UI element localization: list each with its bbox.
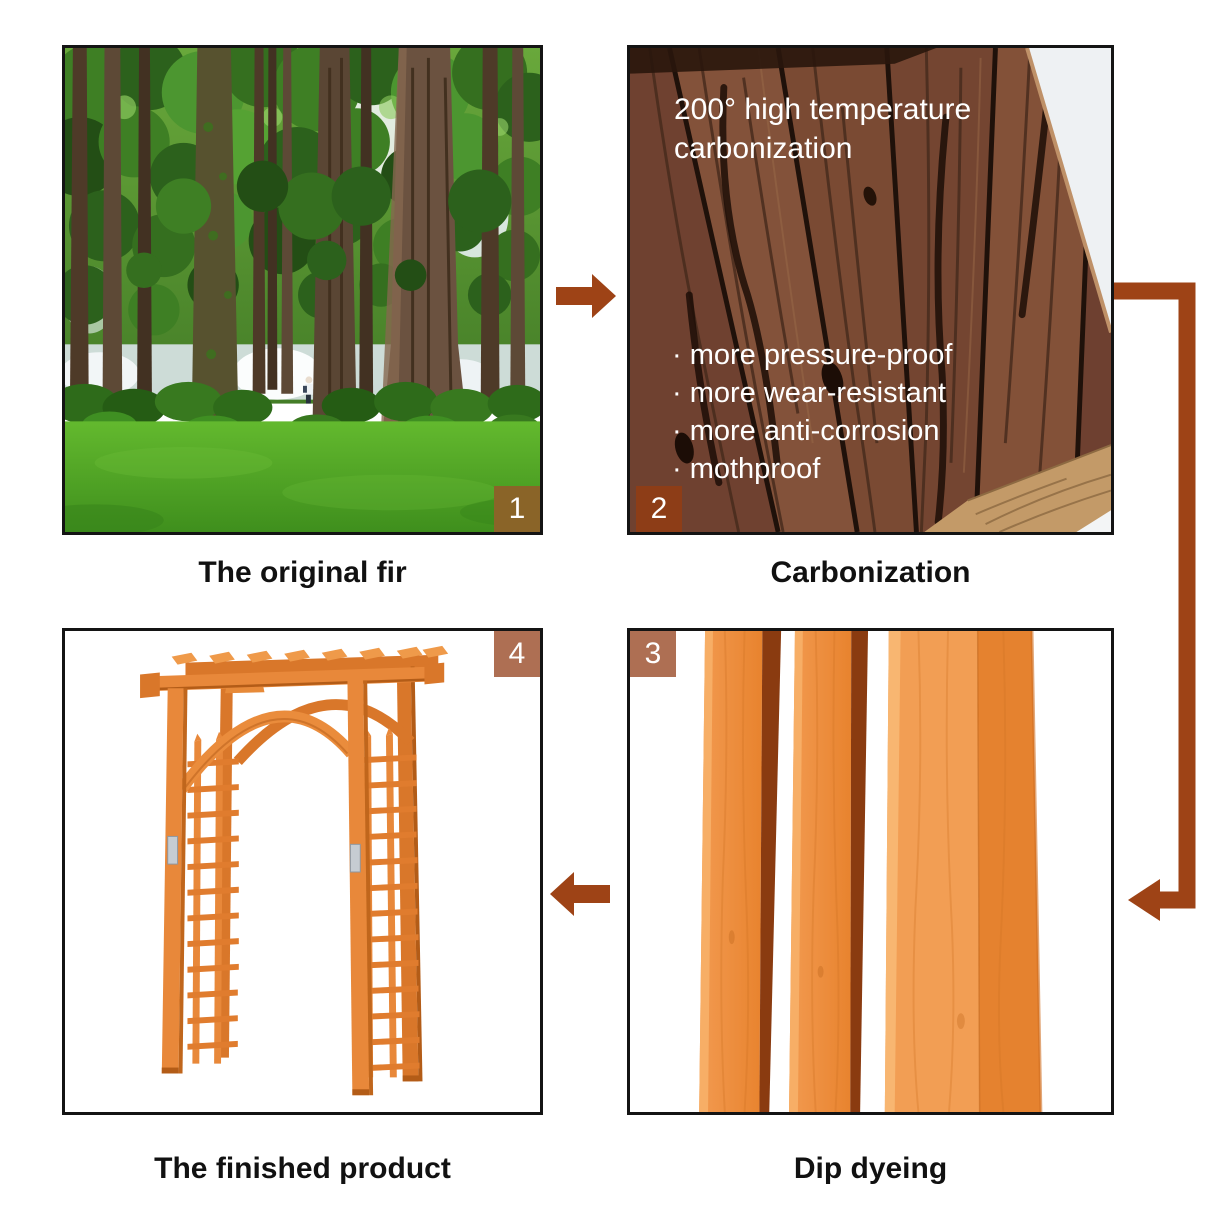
step3-panel: 3 [627, 628, 1114, 1115]
step-number: 4 [508, 637, 526, 670]
carbonization-benefits-list: · more pressure-proof · more wear-resist… [672, 336, 952, 488]
wooden-arbor-photo [65, 631, 540, 1112]
feature-bullet: · mothproof [672, 453, 821, 485]
step-number-badge: 2 [636, 486, 682, 532]
step2-panel: 200° high temperature carbonization · mo… [627, 45, 1114, 535]
step3-caption: Dip dyeing [793, 1152, 948, 1185]
step1-caption: The original fir [198, 556, 407, 589]
step1-panel: 1 [62, 45, 543, 535]
step-number: 2 [650, 492, 668, 525]
arrow-left-icon [550, 872, 610, 916]
metal-hinge-plates [167, 835, 361, 873]
arrow-elbow-down-icon [1114, 282, 1196, 921]
left-trellis [187, 731, 239, 1064]
step-number: 3 [644, 637, 662, 670]
feature-bullet: · more pressure-proof [672, 339, 953, 371]
carbonization-overlay-title: 200° high temperature carbonization [674, 93, 972, 165]
dyed-posts-photo [630, 631, 1111, 1112]
step-number: 1 [508, 492, 526, 525]
distant-person [302, 376, 313, 404]
arrow-right-icon [556, 274, 616, 318]
step2-caption: Carbonization [770, 556, 971, 589]
fir-forest-photo [65, 48, 540, 532]
step-number-badge: 3 [630, 631, 676, 677]
step4-panel: 4 [62, 628, 543, 1115]
step-number-badge: 4 [494, 631, 540, 677]
carbonized-wood-photo [630, 48, 1111, 532]
feature-bullet: · more wear-resistant [672, 377, 946, 409]
step4-caption: The finished product [154, 1152, 451, 1185]
step-number-badge: 1 [494, 486, 540, 532]
feature-bullet: · more anti-corrosion [672, 415, 940, 447]
